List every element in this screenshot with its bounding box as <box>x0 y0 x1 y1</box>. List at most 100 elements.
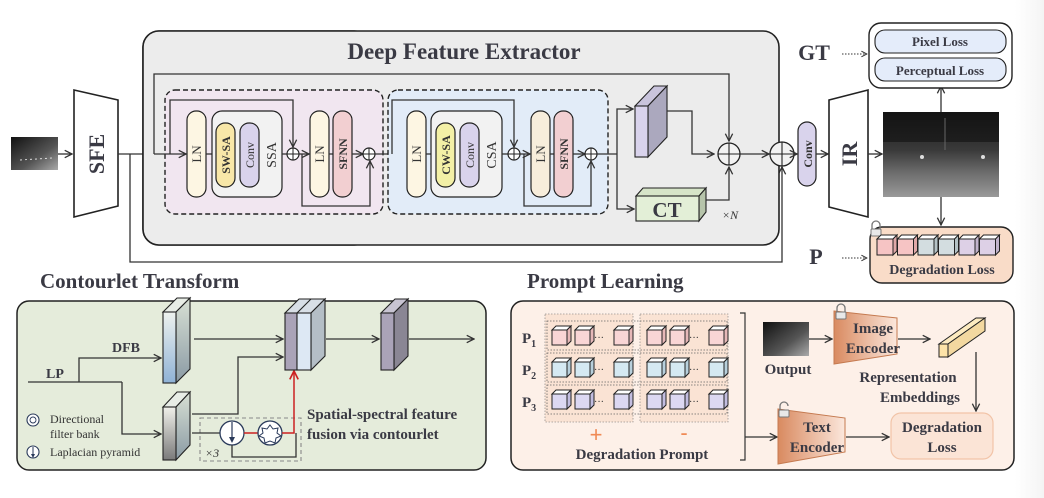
laplacian-pyramid-icon <box>26 445 40 459</box>
repeat-x3-box <box>199 417 302 462</box>
degradation-cubes <box>875 233 1001 257</box>
prompt-learning-title: Prompt Learning <box>527 269 684 293</box>
p-label: P <box>809 244 822 269</box>
ln-label: LN <box>189 145 204 163</box>
perceptual-loss <box>874 57 1007 82</box>
prompt-cube <box>896 233 919 257</box>
text-encoder: Text Encoder <box>777 401 846 465</box>
deg-loss-label-2: Loss <box>927 440 956 456</box>
legend-dfb: Directional filter bank <box>26 412 105 441</box>
pixel-loss-label: Pixel Loss <box>912 34 968 49</box>
ct-label: CT <box>652 198 681 222</box>
gt-label: GT <box>798 40 830 65</box>
ellipsis: ··· <box>689 365 699 376</box>
prompt-cube <box>612 356 635 379</box>
ellipsis: ··· <box>594 397 604 408</box>
feature-map <box>633 84 669 159</box>
text-encoder-label-1: Text <box>803 420 831 436</box>
prompt-cube <box>612 324 635 347</box>
prompt-cube <box>916 233 940 257</box>
prompt-cube <box>957 233 981 257</box>
prompt-cube <box>937 233 960 257</box>
prompt-cube <box>707 356 730 379</box>
deg-loss-label-1: Degradation <box>902 420 983 436</box>
prompt-learning-panel: P1······P2······P3······ + - Degradation… <box>510 300 1015 471</box>
prompt-cube <box>550 356 573 379</box>
ln-label: LN <box>533 145 548 163</box>
conv-block <box>459 122 480 188</box>
prompt-cube <box>875 233 899 257</box>
output-label: Output <box>765 362 812 378</box>
unlock-icon <box>778 401 790 418</box>
prompt-cube <box>707 324 730 347</box>
image-encoder-label-1: Image <box>853 321 893 337</box>
conv-pill: Conv <box>797 121 817 187</box>
prompt-cube <box>707 388 730 411</box>
ellipsis: ··· <box>689 397 699 408</box>
prompt-cube <box>550 388 573 411</box>
add-icon <box>362 147 376 161</box>
repeat-x3-label: ×3 <box>205 446 219 460</box>
directional-filter-bank-icon <box>26 413 40 427</box>
prompt-degradation-loss: Degradation Loss <box>890 412 994 460</box>
ellipsis: ··· <box>594 365 604 376</box>
text-encoder-label-2: Encoder <box>790 440 845 456</box>
lp-label: LP <box>46 367 64 382</box>
lp-feature-map <box>161 390 192 462</box>
legend-dfb-line1: Directional <box>50 412 105 426</box>
contourlet-title: Contourlet Transform <box>40 269 240 293</box>
prompt-bracket <box>740 312 746 461</box>
conv-label: Conv <box>463 142 477 168</box>
output-image <box>883 112 999 197</box>
dfe-residual-line <box>153 73 729 154</box>
add-icon <box>507 147 521 161</box>
prompt-cube <box>550 324 573 347</box>
prompt-rows: P1······P2······P3······ <box>522 320 730 415</box>
dfb-feature-map <box>161 296 192 385</box>
lock-icon <box>870 220 882 237</box>
laplacian-pyramid-icon <box>219 420 245 446</box>
perceptual-loss-label: Perceptual Loss <box>896 63 984 78</box>
cw-sa-label: CW-SA <box>439 135 453 175</box>
prompt-cube <box>668 388 691 411</box>
positive-sign: + <box>590 422 603 447</box>
add-icon <box>717 142 741 166</box>
ellipsis: ··· <box>594 333 604 344</box>
sfe-block: SFE <box>73 88 119 219</box>
add-icon <box>584 147 598 161</box>
prompt-cube <box>573 356 596 379</box>
ellipsis: ··· <box>689 333 699 344</box>
global-skip-connection <box>129 154 782 263</box>
image-encoder-label-2: Encoder <box>846 341 901 357</box>
representation-label-2: Embeddings <box>880 390 960 406</box>
ir-label: IR <box>837 141 862 167</box>
global-add-icon <box>769 141 795 167</box>
image-encoder: Image Encoder <box>833 303 901 365</box>
prompt-cube <box>978 233 1001 257</box>
lock-icon <box>835 303 847 320</box>
sw-sa-block <box>215 122 236 188</box>
output-thumbnail <box>763 322 809 356</box>
fusion-caption-line2: fusion via contourlet <box>307 427 439 443</box>
degradation-loss-box: Degradation Loss <box>869 220 1014 284</box>
prompt-cube <box>645 356 668 379</box>
ct-block: CT <box>634 186 708 223</box>
prompt-cube <box>668 324 691 347</box>
prompt-row: P1······ <box>522 320 730 351</box>
conv-block <box>239 122 260 188</box>
ir-block: IR <box>828 88 869 219</box>
deep-feature-extractor: Deep Feature Extractor LN SW-SA Conv SSA… <box>142 30 780 246</box>
directional-filter-bank-icon <box>257 420 283 446</box>
representation-embedding <box>937 317 987 358</box>
ssa-label: SSA <box>265 141 280 168</box>
negative-sign: - <box>680 420 687 445</box>
contourlet-panel: LP DFB ×3 <box>16 296 487 471</box>
legend-dfb-line2: filter bank <box>50 427 100 441</box>
add-icon <box>286 147 300 161</box>
input-image <box>11 137 58 170</box>
dfe-title: Deep Feature Extractor <box>347 39 580 64</box>
legend-lp-line1: Laplacian pyramid <box>50 445 140 459</box>
conv-label: Conv <box>243 142 257 168</box>
sw-sa-label: SW-SA <box>219 136 233 174</box>
